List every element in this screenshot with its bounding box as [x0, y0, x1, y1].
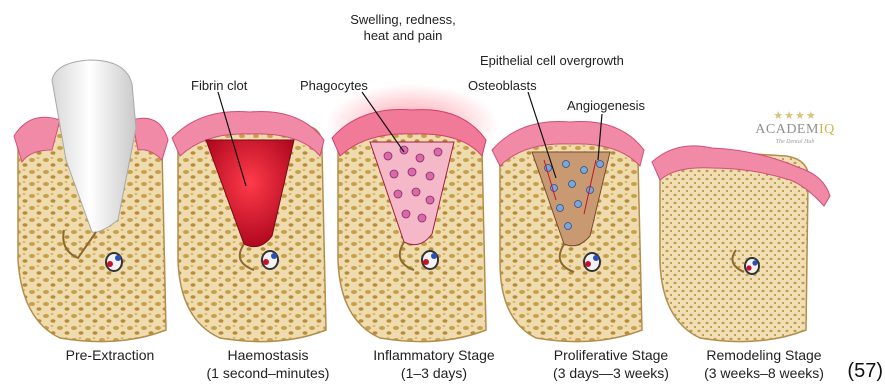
stage-5-figure: [652, 146, 830, 342]
caption-inflammatory: Inflammatory Stage (1–3 days): [364, 346, 504, 382]
top-note: Swelling, redness, heat and pain: [333, 12, 473, 44]
label-osteoblasts: Osteoblasts: [468, 78, 537, 94]
label-epithelial-overgrowth: Epithelial cell overgrowth: [480, 53, 624, 69]
top-note-line-1: Swelling, redness,: [333, 12, 473, 28]
caption-remodeling: Remodeling Stage (3 weeks–8 weeks): [688, 346, 840, 382]
caption-name: Inflammatory Stage: [364, 346, 504, 364]
logo-stars: ★★★★: [750, 110, 840, 122]
caption-name: Remodeling Stage: [688, 346, 840, 364]
caption-duration: (3 days—3 weeks): [538, 364, 684, 382]
top-note-line-2: heat and pain: [333, 28, 473, 44]
caption-duration: (1 second–minutes): [198, 364, 338, 382]
stage-1-figure: [14, 60, 168, 342]
caption-name: Pre-Extraction: [40, 346, 180, 364]
stage-2-figure: [172, 92, 326, 342]
academiq-logo: ★★★★ ACADEMIQ The Dental Hub: [750, 110, 840, 146]
label-phagocytes: Phagocytes: [300, 78, 368, 94]
logo-tagline: The Dental Hub: [750, 138, 840, 146]
stage-4-figure: [492, 92, 644, 342]
caption-pre-extraction: Pre-Extraction: [40, 346, 180, 364]
caption-name: Proliferative Stage: [538, 346, 684, 364]
stage-3-figure: [326, 84, 498, 342]
label-angiogenesis: Angiogenesis: [567, 98, 645, 114]
label-fibrin-clot: Fibrin clot: [191, 78, 247, 94]
caption-duration: (3 weeks–8 weeks): [688, 364, 840, 382]
caption-name: Haemostasis: [198, 346, 338, 364]
caption-haemostasis: Haemostasis (1 second–minutes): [198, 346, 338, 382]
caption-duration: (1–3 days): [364, 364, 504, 382]
figure-number: (57): [847, 359, 883, 383]
caption-proliferative: Proliferative Stage (3 days—3 weeks): [538, 346, 684, 382]
logo-wordmark: ACADEMIQ: [750, 122, 840, 138]
